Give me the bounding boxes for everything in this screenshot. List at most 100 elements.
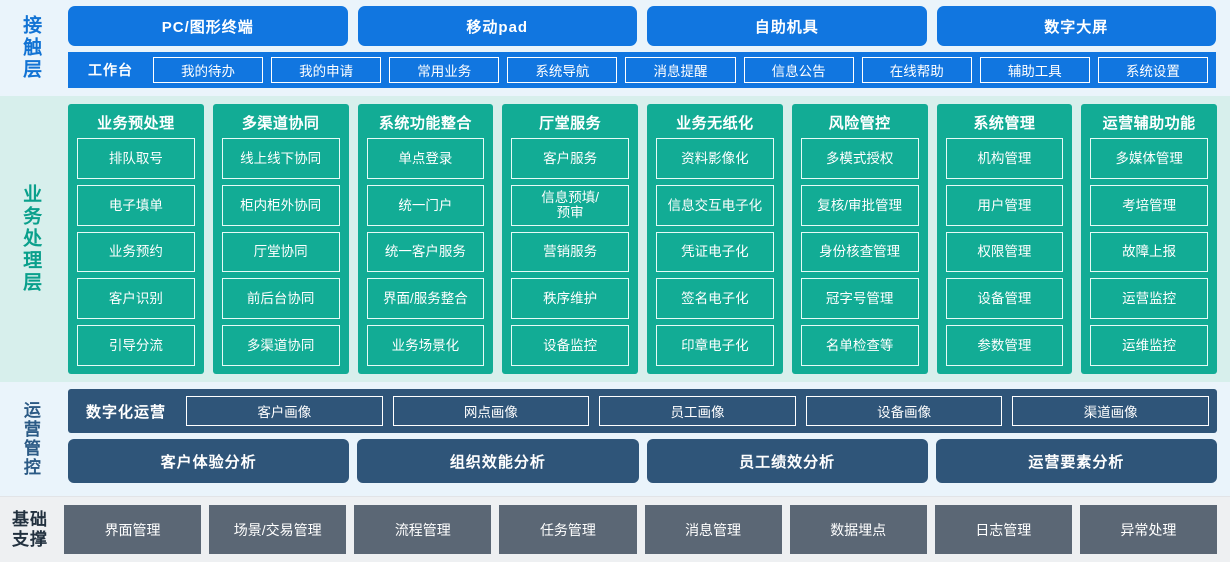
- base-item-message-management[interactable]: 消息管理: [644, 505, 782, 554]
- analysis-employee-performance[interactable]: 员工绩效分析: [646, 439, 928, 483]
- column-title: 运营辅助功能: [1102, 115, 1196, 132]
- business-item[interactable]: 故障上报: [1090, 231, 1208, 273]
- business-item[interactable]: 前后台协同: [221, 278, 340, 320]
- operations-layer-body: 数字化运营 客户画像 网点画像 员工画像 设备画像 渠道画像 客户体验分析 组织…: [60, 389, 1230, 489]
- business-item[interactable]: 统一门户: [366, 184, 485, 226]
- channel-card-pc[interactable]: PC/图形终端: [68, 6, 348, 46]
- business-item[interactable]: 厅堂协同: [221, 231, 340, 273]
- base-support-items: 界面管理 场景/交易管理 流程管理 任务管理 消息管理 数据埋点 日志管理 异常…: [60, 505, 1230, 554]
- portrait-channel[interactable]: 渠道画像: [1012, 396, 1209, 426]
- base-item-ui-management[interactable]: 界面管理: [64, 505, 202, 554]
- business-item[interactable]: 秩序维护: [511, 278, 629, 320]
- workbench-item-aux-tools[interactable]: 辅助工具: [979, 57, 1090, 83]
- business-column-multichannel: 多渠道协同 线上线下协同 柜内柜外协同 厅堂协同 前后台协同 多渠道协同: [212, 104, 349, 374]
- business-column-risk-control: 风险管控 多模式授权 复核/审批管理 身份核查管理 冠字号管理 名单检查等: [791, 104, 928, 374]
- business-column-preprocess: 业务预处理 排队取号 电子填单 业务预约 客户识别 引导分流: [68, 104, 204, 374]
- column-title: 风险管控: [828, 115, 891, 132]
- operations-layer-label: 运营管控: [0, 389, 60, 489]
- column-title: 多渠道协同: [241, 115, 320, 132]
- workbench-item-application[interactable]: 我的申请: [271, 57, 382, 83]
- base-item-task-management[interactable]: 任务管理: [499, 505, 637, 554]
- business-item[interactable]: 客户服务: [511, 138, 629, 179]
- business-item[interactable]: 设备管理: [945, 278, 1064, 320]
- column-title: 业务无纸化: [676, 115, 754, 132]
- business-item[interactable]: 营销服务: [511, 231, 629, 273]
- column-items: 线上线下协同 柜内柜外协同 厅堂协同 前后台协同 多渠道协同: [221, 138, 340, 366]
- business-item[interactable]: 业务场景化: [366, 325, 485, 366]
- business-item[interactable]: 冠字号管理: [800, 278, 919, 320]
- portrait-device[interactable]: 设备画像: [805, 396, 1003, 426]
- digital-operations-label: 数字化运营: [86, 403, 167, 421]
- business-item[interactable]: 电子填单: [77, 184, 195, 226]
- business-item[interactable]: 柜内柜外协同: [221, 184, 340, 226]
- business-item[interactable]: 复核/审批管理: [800, 184, 919, 226]
- business-item[interactable]: 印章电子化: [656, 325, 774, 366]
- business-item[interactable]: 机构管理: [945, 138, 1064, 179]
- column-items: 多模式授权 复核/审批管理 身份核查管理 冠字号管理 名单检查等: [800, 138, 919, 366]
- business-item[interactable]: 设备监控: [511, 325, 629, 366]
- column-items: 排队取号 电子填单 业务预约 客户识别 引导分流: [77, 138, 195, 366]
- base-item-data-tracking[interactable]: 数据埋点: [789, 505, 927, 554]
- base-item-log-management[interactable]: 日志管理: [934, 505, 1072, 554]
- business-item[interactable]: 多渠道协同: [221, 325, 340, 366]
- analysis-ops-factors[interactable]: 运营要素分析: [935, 439, 1217, 483]
- base-item-exception-handling[interactable]: 异常处理: [1079, 505, 1217, 554]
- business-item[interactable]: 信息交互电子化: [656, 184, 774, 226]
- business-item[interactable]: 客户识别: [77, 278, 195, 320]
- column-items: 多媒体管理 考培管理 故障上报 运营监控 运维监控: [1090, 138, 1208, 366]
- business-item[interactable]: 用户管理: [945, 184, 1064, 226]
- base-item-process-management[interactable]: 流程管理: [354, 505, 492, 554]
- channel-row: PC/图形终端 移动pad 自助机具 数字大屏: [60, 6, 1230, 46]
- workbench-item-announcement[interactable]: 信息公告: [743, 57, 854, 83]
- column-title: 厅堂服务: [539, 115, 602, 132]
- business-item[interactable]: 多媒体管理: [1090, 138, 1208, 179]
- column-title: 系统功能整合: [378, 115, 472, 132]
- business-columns: 业务预处理 排队取号 电子填单 业务预约 客户识别 引导分流 多渠道协同 线上线…: [60, 104, 1230, 374]
- channel-card-digital-screen[interactable]: 数字大屏: [936, 6, 1216, 46]
- business-item[interactable]: 信息预填/ 预审: [511, 184, 629, 226]
- business-item[interactable]: 考培管理: [1090, 184, 1208, 226]
- base-support-label-line1: 基础: [12, 509, 48, 529]
- workbench-item-online-help[interactable]: 在线帮助: [861, 57, 972, 83]
- business-item[interactable]: 参数管理: [945, 325, 1064, 366]
- business-item[interactable]: 名单检查等: [800, 325, 919, 366]
- business-item[interactable]: 排队取号: [77, 138, 195, 179]
- column-items: 机构管理 用户管理 权限管理 设备管理 参数管理: [945, 138, 1064, 366]
- business-item[interactable]: 权限管理: [945, 231, 1064, 273]
- analysis-row: 客户体验分析 组织效能分析 员工绩效分析 运营要素分析: [68, 439, 1217, 483]
- business-item[interactable]: 单点登录: [366, 138, 485, 179]
- column-items: 单点登录 统一门户 统一客户服务 界面/服务整合 业务场景化: [366, 138, 485, 366]
- portrait-employee[interactable]: 员工画像: [599, 396, 796, 426]
- business-item[interactable]: 统一客户服务: [366, 231, 485, 273]
- workbench-item-common-business[interactable]: 常用业务: [389, 57, 500, 83]
- base-support-layer-band: 基础 支撑 界面管理 场景/交易管理 流程管理 任务管理 消息管理 数据埋点 日…: [0, 496, 1230, 562]
- portrait-branch[interactable]: 网点画像: [392, 396, 590, 426]
- base-support-label-line2: 支撑: [12, 529, 48, 549]
- business-item[interactable]: 引导分流: [77, 325, 195, 366]
- business-item[interactable]: 运维监控: [1090, 325, 1208, 366]
- business-item[interactable]: 业务预约: [77, 231, 195, 273]
- channel-card-self-service[interactable]: 自助机具: [647, 6, 927, 46]
- business-item[interactable]: 资料影像化: [656, 138, 774, 179]
- business-item[interactable]: 身份核查管理: [800, 231, 919, 273]
- business-item[interactable]: 签名电子化: [656, 278, 774, 320]
- workbench-item-system-nav[interactable]: 系统导航: [507, 57, 618, 83]
- business-column-lobby-service: 厅堂服务 客户服务 信息预填/ 预审 营销服务 秩序维护 设备监控: [502, 104, 638, 374]
- analysis-org-efficiency[interactable]: 组织效能分析: [357, 439, 639, 483]
- business-item[interactable]: 运营监控: [1090, 278, 1208, 320]
- business-item[interactable]: 界面/服务整合: [366, 278, 485, 320]
- portrait-customer[interactable]: 客户画像: [186, 396, 383, 426]
- workbench-item-system-settings[interactable]: 系统设置: [1097, 57, 1208, 83]
- base-support-label-text: 基础 支撑: [12, 510, 48, 549]
- business-column-ops-support: 运营辅助功能 多媒体管理 考培管理 故障上报 运营监控 运维监控: [1081, 104, 1217, 374]
- workbench-item-message-alert[interactable]: 消息提醒: [625, 57, 736, 83]
- business-item[interactable]: 线上线下协同: [221, 138, 340, 179]
- business-item[interactable]: 凭证电子化: [656, 231, 774, 273]
- contact-layer-body: PC/图形终端 移动pad 自助机具 数字大屏 工作台 我的待办 我的申请 常用…: [60, 6, 1230, 90]
- workbench-item-todo[interactable]: 我的待办: [153, 57, 264, 83]
- channel-card-mobile-pad[interactable]: 移动pad: [357, 6, 637, 46]
- analysis-customer-experience[interactable]: 客户体验分析: [68, 439, 350, 483]
- base-item-scenario-transaction[interactable]: 场景/交易管理: [209, 505, 347, 554]
- business-item[interactable]: 多模式授权: [800, 138, 919, 179]
